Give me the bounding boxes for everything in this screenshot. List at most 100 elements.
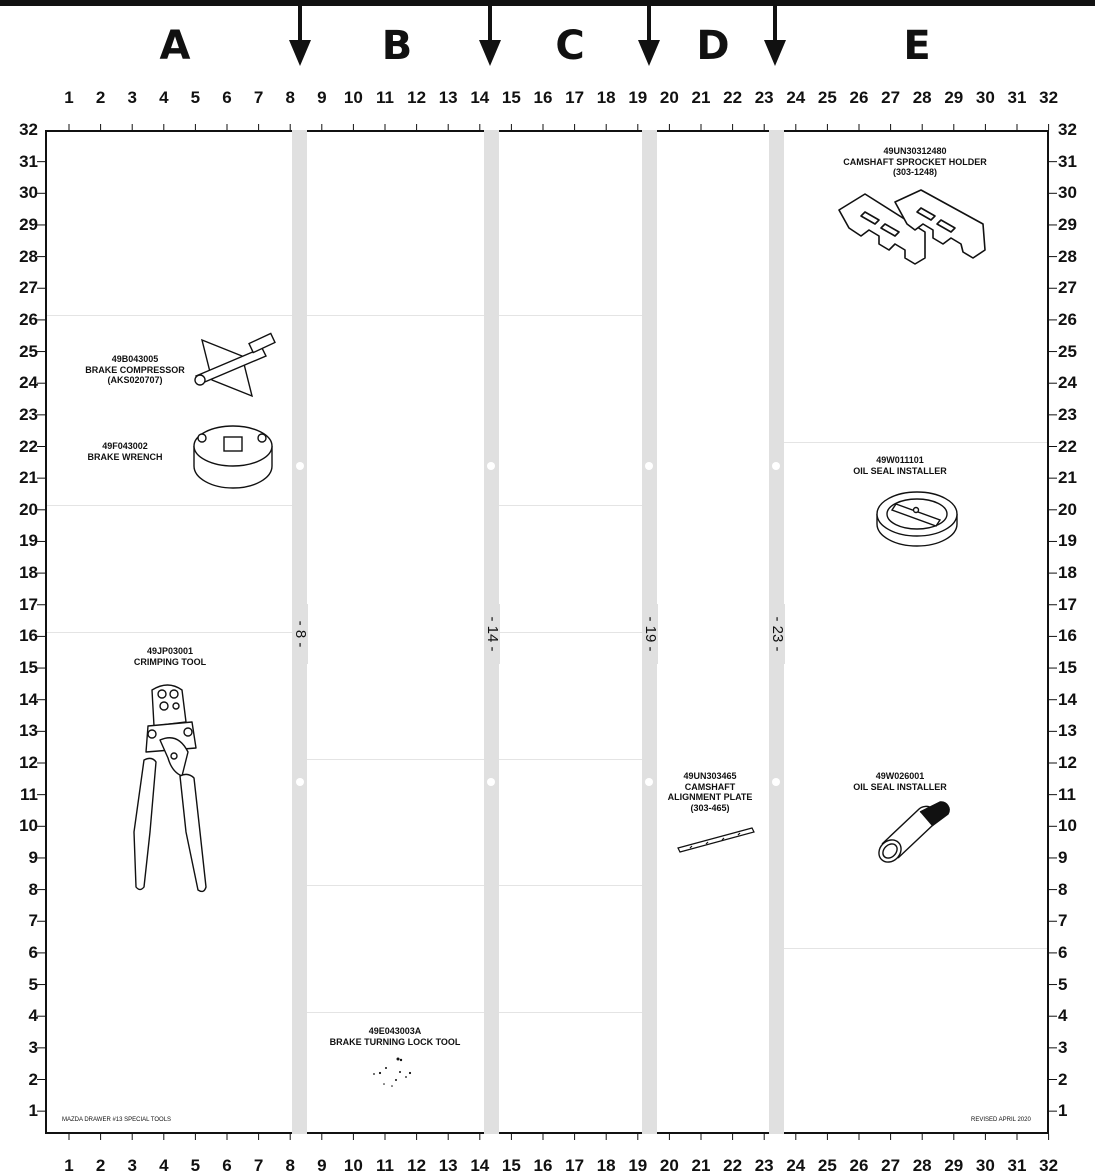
row-number: 26 <box>1058 310 1095 330</box>
column-number: 4 <box>149 1156 179 1176</box>
column-number: 16 <box>528 1156 558 1176</box>
divider-arrow-icon <box>287 0 313 68</box>
tool-name: OIL SEAL INSTALLER <box>840 466 960 477</box>
row-number: 14 <box>1058 690 1095 710</box>
row-number: 7 <box>1058 911 1095 931</box>
section-separator <box>499 632 642 633</box>
column-number: 26 <box>844 1156 874 1176</box>
tool-part-number: 49W026001 <box>840 771 960 782</box>
column-number: 22 <box>718 88 748 108</box>
tool-name: BRAKE TURNING LOCK TOOL <box>310 1037 480 1048</box>
tool-label-brake-compressor: 49B043005 BRAKE COMPRESSOR (AKS020707) <box>80 354 190 386</box>
column-number: 24 <box>781 1156 811 1176</box>
section-separator <box>784 948 1047 949</box>
row-number: 5 <box>1058 975 1095 995</box>
tool-name: BRAKE COMPRESSOR <box>80 365 190 376</box>
column-number: 2 <box>86 1156 116 1176</box>
column-number: 18 <box>591 88 621 108</box>
column-number: 12 <box>402 1156 432 1176</box>
row-number: 15 <box>0 658 38 678</box>
tool-part-number: 49JP03001 <box>110 646 230 657</box>
column-number: 32 <box>1034 88 1064 108</box>
column-number: 13 <box>433 88 463 108</box>
column-number: 12 <box>402 88 432 108</box>
column-number: 2 <box>86 88 116 108</box>
column-number: 29 <box>939 88 969 108</box>
tool-part-number: 49UN303465 <box>650 771 770 782</box>
section-separator <box>47 315 292 316</box>
tool-label-oil-seal-installer: 49W026001 OIL SEAL INSTALLER <box>840 771 960 792</box>
peg-hole <box>772 778 780 786</box>
section-letter-b: B <box>367 20 427 72</box>
column-number: 13 <box>433 1156 463 1176</box>
row-number: 8 <box>0 880 38 900</box>
column-number: 27 <box>876 88 906 108</box>
column-number: 27 <box>876 1156 906 1176</box>
row-number: 29 <box>0 215 38 235</box>
column-number: 9 <box>307 1156 337 1176</box>
column-number: 4 <box>149 88 179 108</box>
divider-arrow-icon <box>477 0 503 68</box>
tool-name-line-2: ALIGNMENT PLATE <box>650 792 770 803</box>
row-number: 26 <box>0 310 38 330</box>
column-number: 20 <box>654 1156 684 1176</box>
section-separator <box>499 1012 642 1013</box>
row-number: 10 <box>0 816 38 836</box>
column-number: 1 <box>54 88 84 108</box>
section-separator <box>307 885 484 886</box>
column-number: 16 <box>528 88 558 108</box>
section-separator <box>784 442 1047 443</box>
section-letter-d: D <box>683 20 743 72</box>
column-number: 6 <box>212 88 242 108</box>
peg-hole <box>296 462 304 470</box>
row-number: 25 <box>0 342 38 362</box>
section-letter-a: A <box>145 20 205 72</box>
row-number: 11 <box>1058 785 1095 805</box>
brake-compressor-icon <box>192 326 282 398</box>
tool-label-brake-turning-lock: 49E043003A BRAKE TURNING LOCK TOOL <box>310 1026 480 1047</box>
row-number: 28 <box>0 247 38 267</box>
section-separator <box>499 885 642 886</box>
row-number: 19 <box>0 531 38 551</box>
column-number: 20 <box>654 88 684 108</box>
tool-name: BRAKE WRENCH <box>70 452 180 463</box>
tool-label-alignment-plate: 49UN303465 CAMSHAFT ALIGNMENT PLATE (303… <box>650 771 770 813</box>
row-number: 11 <box>0 785 38 805</box>
row-number: 18 <box>0 563 38 583</box>
column-number: 10 <box>338 88 368 108</box>
column-number: 8 <box>275 88 305 108</box>
tool-label-sprocket-holder: 49UN30312480 CAMSHAFT SPROCKET HOLDER (3… <box>800 146 1030 178</box>
row-number: 12 <box>0 753 38 773</box>
row-number: 17 <box>1058 595 1095 615</box>
row-number: 8 <box>1058 880 1095 900</box>
row-number: 4 <box>0 1006 38 1026</box>
row-number: 25 <box>1058 342 1095 362</box>
row-number: 22 <box>1058 437 1095 457</box>
column-number: 11 <box>370 88 400 108</box>
column-number: 19 <box>623 88 653 108</box>
row-number: 19 <box>1058 531 1095 551</box>
column-number: 6 <box>212 1156 242 1176</box>
divider-label: - 8 - <box>292 604 308 664</box>
row-number: 6 <box>0 943 38 963</box>
column-number: 9 <box>307 88 337 108</box>
tool-label-crimping-tool: 49JP03001 CRIMPING TOOL <box>110 646 230 667</box>
section-letter-c: C <box>540 20 600 72</box>
footer-right-text: REVISED APRIL 2020 <box>971 1117 1031 1123</box>
column-number: 21 <box>686 1156 716 1176</box>
row-number: 31 <box>1058 152 1095 172</box>
column-number: 1 <box>54 1156 84 1176</box>
section-separator <box>499 759 642 760</box>
row-number: 27 <box>1058 278 1095 298</box>
row-number: 1 <box>1058 1101 1095 1121</box>
tool-label-oil-seal-installer: 49W011101 OIL SEAL INSTALLER <box>840 455 960 476</box>
column-number: 11 <box>370 1156 400 1176</box>
column-number: 30 <box>970 1156 1000 1176</box>
divider-label: - 23 - <box>769 604 785 664</box>
section-separator <box>499 505 642 506</box>
row-number: 16 <box>1058 626 1095 646</box>
tool-part-number: 49F043002 <box>70 441 180 452</box>
section-separator <box>47 505 292 506</box>
column-number: 23 <box>749 1156 779 1176</box>
row-number: 28 <box>1058 247 1095 267</box>
